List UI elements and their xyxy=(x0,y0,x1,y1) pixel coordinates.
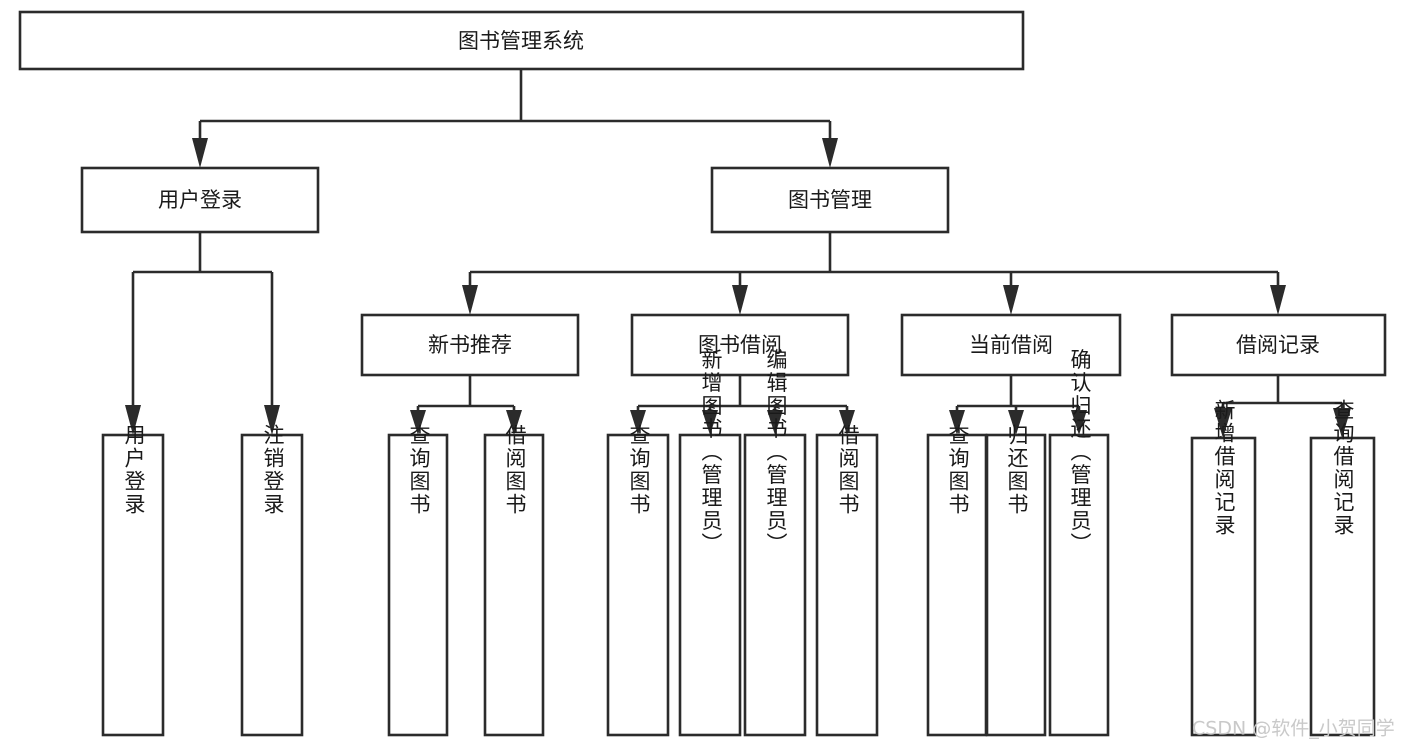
leaf-borrow-record-0[interactable]: 新增借阅记录 xyxy=(1190,399,1257,737)
node-book-borrow[interactable]: 图书借阅 xyxy=(630,313,850,377)
leaf-current-borrow-0-label: 查询图书 xyxy=(946,424,970,516)
leaf-borrow-record-1-label: 查询借阅记录 xyxy=(1331,399,1355,537)
arrow-head-icon xyxy=(1071,410,1087,435)
arrow-head-icon xyxy=(264,405,280,435)
arrow-head-icon xyxy=(767,410,783,435)
leaf-book-borrow-0[interactable]: 查询图书 xyxy=(606,424,670,737)
leaf-new-book-recommend-0-label: 查询图书 xyxy=(407,424,431,516)
leaf-user-login-1-label: 注销登录 xyxy=(261,424,285,516)
node-current-borrow[interactable]: 当前借阅 xyxy=(900,313,1122,377)
leaf-current-borrow-2-box[interactable] xyxy=(1048,433,1110,737)
leaf-new-book-recommend-1-box[interactable] xyxy=(483,433,545,737)
leaf-new-book-recommend-0-box[interactable] xyxy=(387,433,449,737)
arrow-head-icon xyxy=(410,410,426,435)
leaf-user-login-0-box[interactable] xyxy=(101,433,165,737)
node-new-book-recommend[interactable]: 新书推荐 xyxy=(360,313,580,377)
arrow-head-icon xyxy=(462,285,478,315)
node-new-book-recommend-box[interactable] xyxy=(360,313,580,377)
arrow-head-icon xyxy=(192,138,208,168)
node-book-management-label: 图书管理 xyxy=(788,188,872,212)
node-current-borrow-label: 当前借阅 xyxy=(969,333,1053,357)
leaf-new-book-recommend-1[interactable]: 借阅图书 xyxy=(483,424,545,737)
node-borrow-record[interactable]: 借阅记录 xyxy=(1170,313,1387,377)
node-book-borrow-box[interactable] xyxy=(630,313,850,377)
arrow-head-icon xyxy=(125,405,141,435)
arrow-head-icon xyxy=(630,410,646,435)
node-user-login[interactable]: 用户登录 xyxy=(80,166,320,234)
arrow-head-icon xyxy=(732,285,748,315)
leaf-current-borrow-0-box[interactable] xyxy=(926,433,988,737)
leaf-current-borrow-1-box[interactable] xyxy=(985,433,1047,737)
leaf-current-borrow-2[interactable]: 确认归还（管理员） xyxy=(1048,349,1110,737)
leaf-book-borrow-2-label: 编辑图书（管理员） xyxy=(764,349,788,556)
arrow-head-icon xyxy=(949,410,965,435)
leaf-book-borrow-1-box[interactable] xyxy=(678,433,742,737)
node-user-login-box[interactable] xyxy=(80,166,320,234)
leaf-current-borrow-2-label: 确认归还（管理员） xyxy=(1068,349,1092,556)
leaf-book-borrow-2-box[interactable] xyxy=(743,433,807,737)
node-borrow-record-box[interactable] xyxy=(1170,313,1387,377)
leaf-book-borrow-3[interactable]: 借阅图书 xyxy=(815,424,879,737)
leaf-new-book-recommend-1-label: 借阅图书 xyxy=(503,424,527,516)
leaf-current-borrow-1[interactable]: 归还图书 xyxy=(985,424,1047,737)
arrow-head-icon xyxy=(839,410,855,435)
leaf-user-login-0-label: 用户登录 xyxy=(122,424,146,516)
node-root-label: 图书管理系统 xyxy=(458,29,584,53)
leaf-borrow-record-0-label: 新增借阅记录 xyxy=(1212,399,1236,537)
leaf-book-borrow-3-box[interactable] xyxy=(815,433,879,737)
node-root-box[interactable] xyxy=(18,10,1025,71)
connectors-group xyxy=(125,69,1351,438)
leaf-user-login-0[interactable]: 用户登录 xyxy=(101,424,165,737)
leaf-book-borrow-1[interactable]: 新增图书（管理员） xyxy=(678,349,742,737)
node-borrow-record-label: 借阅记录 xyxy=(1236,333,1320,357)
node-book-management-box[interactable] xyxy=(710,166,950,234)
leaf-book-borrow-0-box[interactable] xyxy=(606,433,670,737)
leaf-new-book-recommend-0[interactable]: 查询图书 xyxy=(387,424,449,737)
arrow-head-icon xyxy=(702,410,718,435)
leaf-user-login-1[interactable]: 注销登录 xyxy=(240,424,304,737)
arrow-head-icon xyxy=(822,138,838,168)
leaf-book-borrow-3-label: 借阅图书 xyxy=(836,424,860,516)
leaf-borrow-record-1-box[interactable] xyxy=(1309,436,1376,737)
watermark: CSDN @软件_小贺同学 xyxy=(1192,718,1395,740)
arrow-head-icon xyxy=(1333,408,1351,438)
arrow-head-icon xyxy=(1003,285,1019,315)
node-book-management[interactable]: 图书管理 xyxy=(710,166,950,234)
leaf-book-borrow-0-label: 查询图书 xyxy=(627,424,651,516)
arrow-head-icon xyxy=(506,410,522,435)
leaf-borrow-record-0-box[interactable] xyxy=(1190,436,1257,737)
node-new-book-recommend-label: 新书推荐 xyxy=(428,333,512,357)
node-book-borrow-label: 图书借阅 xyxy=(698,333,782,357)
node-user-login-label: 用户登录 xyxy=(158,188,242,212)
leaf-user-login-1-box[interactable] xyxy=(240,433,304,737)
leaf-book-borrow-1-label: 新增图书（管理员） xyxy=(699,349,723,556)
arrow-head-icon xyxy=(1270,285,1286,315)
node-root[interactable]: 图书管理系统 xyxy=(18,10,1025,71)
leaf-book-borrow-2[interactable]: 编辑图书（管理员） xyxy=(743,349,807,737)
node-current-borrow-box[interactable] xyxy=(900,313,1122,377)
arrow-head-icon xyxy=(1214,408,1232,438)
arrow-head-icon xyxy=(1008,410,1024,435)
leaf-borrow-record-1[interactable]: 查询借阅记录 xyxy=(1309,399,1376,737)
leaf-current-borrow-1-label: 归还图书 xyxy=(1005,424,1029,516)
leaf-current-borrow-0[interactable]: 查询图书 xyxy=(926,424,988,737)
